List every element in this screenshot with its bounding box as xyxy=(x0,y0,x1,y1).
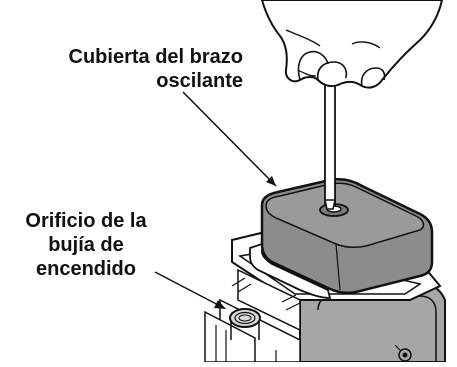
spark-plug-label-line3: encendido xyxy=(35,258,136,280)
spark-plug-label-line1: Orificio de la xyxy=(25,210,147,232)
rocker-cover-label-line2: oscilante xyxy=(156,70,243,92)
spark-plug-label-line2: bujía de xyxy=(48,234,124,256)
plug-arrowhead xyxy=(214,300,226,309)
hand-icon xyxy=(260,0,444,89)
spark-plug-hole-label: Orificio de la bujía de encendido xyxy=(6,209,166,281)
cover-leader xyxy=(182,91,277,187)
rocker-cover-label: Cubierta del brazo oscilante xyxy=(17,45,243,93)
rocker-cover-icon xyxy=(249,178,434,299)
plug-leader xyxy=(154,271,225,309)
cover-arrowhead xyxy=(266,176,276,186)
leader-lines xyxy=(154,91,277,309)
rocker-cover-label-line1: Cubierta del brazo xyxy=(68,46,243,68)
spark-plug-hole-icon xyxy=(229,308,261,340)
